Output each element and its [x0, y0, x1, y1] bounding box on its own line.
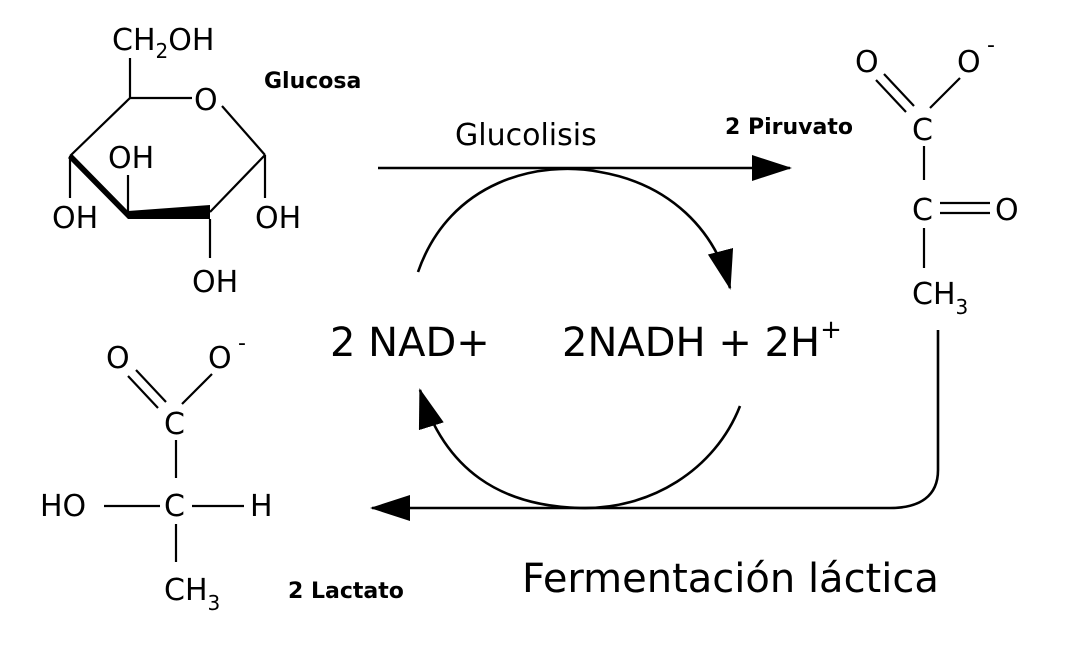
lactate-o-double: O	[106, 341, 130, 376]
lactate-h: H	[250, 489, 273, 524]
lactate-c2: C	[164, 489, 185, 524]
glucose-oh-right: OH	[255, 201, 301, 236]
lactate-ch3: CH3	[164, 573, 220, 615]
pyruvate-bond-c-ominus	[929, 77, 961, 109]
pyruvate-charge: -	[987, 33, 995, 58]
lactate-c1: C	[164, 407, 185, 442]
pyruvate-structure: 2 Piruvato O O - C C O CH3	[725, 33, 1019, 319]
pyruvate-to-lactate-arrow	[370, 330, 940, 521]
nadh-label: 2NADH + 2H+	[562, 315, 842, 366]
pyruvate-ch3: CH3	[912, 277, 968, 319]
glucose-oh-top: OH	[108, 141, 154, 176]
pyruvate-o-double: O	[855, 45, 879, 80]
lactate-o-minus: O	[208, 341, 232, 376]
pyruvate-c2: C	[912, 193, 933, 228]
glucose-name: Glucosa	[264, 69, 361, 94]
glucose-wedge-left	[68, 154, 128, 219]
nad-to-nadh-arrow	[416, 167, 734, 290]
glucose-bond-c4-c5	[69, 97, 131, 157]
fermentation-label: Fermentación láctica	[522, 556, 939, 602]
lactate-charge: -	[238, 331, 246, 356]
nadh-to-nad-arrow	[418, 388, 742, 510]
glucose-oh-bottom: OH	[192, 265, 238, 300]
glucose-bond-o-c1	[221, 105, 266, 156]
nad-label: 2 NAD+	[330, 320, 490, 366]
pyruvate-bond-c-o-2	[883, 73, 915, 107]
lactate-bond-c-o-1	[127, 375, 159, 409]
lactate-bond-c-ominus	[181, 373, 213, 405]
pyruvate-o-minus: O	[957, 45, 981, 80]
glucose-wedge-bottom	[128, 205, 210, 219]
glycolysis-label: Glucolisis	[455, 118, 597, 153]
glucose-ch2oh-label: CH2OH	[112, 23, 214, 63]
process-arrows: Glucolisis 2 NAD+ 2NADH + 2H+ Fermentaci…	[330, 118, 940, 602]
lactate-name: 2 Lactato	[288, 579, 404, 604]
glucose-bond-c1-c2	[209, 154, 266, 213]
pyruvate-o-keto: O	[995, 193, 1019, 228]
lactate-structure: O O - C HO C H CH3 2 Lactato	[40, 331, 404, 615]
lactate-bond-c-o-2	[135, 369, 167, 403]
pyruvate-c1: C	[912, 113, 933, 148]
pyruvate-bond-c-o-1	[875, 79, 907, 113]
glucose-oh-left: OH	[52, 201, 98, 236]
pyruvate-name: 2 Piruvato	[725, 115, 853, 140]
glucose-ring-oxygen: O	[194, 83, 218, 118]
glucose-structure: CH2OH O OH OH OH OH Glucosa	[52, 23, 361, 300]
lactate-ho: HO	[40, 489, 86, 524]
